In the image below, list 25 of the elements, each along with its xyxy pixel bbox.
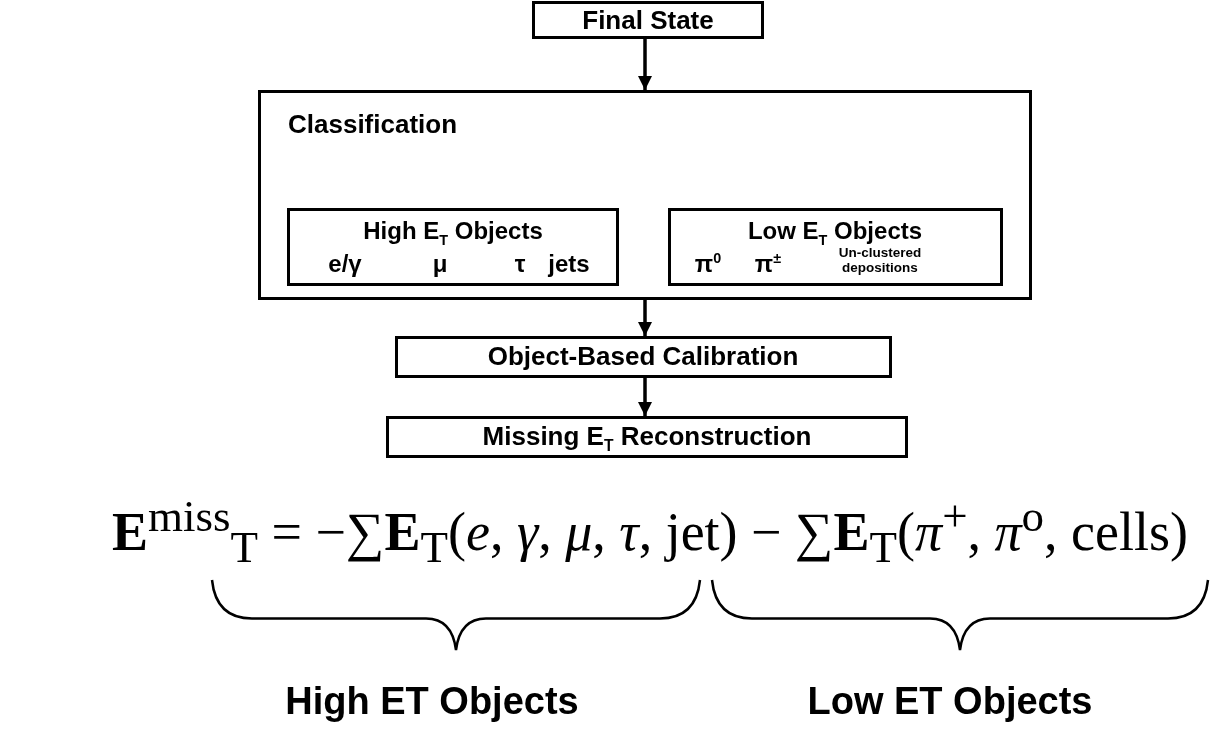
process-box	[258, 90, 1032, 300]
box-title: Final State	[582, 6, 714, 35]
box-title: Object-Based Calibration	[487, 342, 799, 371]
box-title: Classification	[288, 110, 458, 139]
box-title: High E$_{T}$ Objects	[363, 218, 543, 249]
item-label: τ	[514, 251, 526, 278]
group-box	[668, 208, 1003, 286]
process-box	[386, 416, 908, 458]
item-label: μ	[432, 251, 448, 278]
item-label: π$^{±}$	[754, 251, 782, 278]
item-label: e/γ	[328, 251, 362, 278]
item-label: jets	[548, 251, 590, 278]
process-box	[395, 336, 892, 378]
arrow	[638, 300, 652, 336]
group-box	[287, 208, 619, 286]
item-label: π$^{0}$	[694, 251, 722, 278]
formula: E$^{miss}$$_{T}$ = −∑E$_{T}$(e, γ, μ, τ, jet) − ∑E$_{T}$(π$^{+}$, π$^{o}$, cells)	[111, 490, 1189, 573]
arrow	[638, 39, 652, 90]
box-title: Low E$_{T}$ Objects	[747, 218, 923, 248]
brace-label: High ET Objects	[285, 680, 579, 723]
box-title: Missing E$_{T}$ Reconstruction	[482, 422, 812, 455]
item-label: Un-clustered depositions	[837, 246, 923, 276]
process-box	[532, 1, 764, 39]
arrow	[638, 378, 652, 416]
brace-label: Low ET Objects	[807, 680, 1093, 723]
